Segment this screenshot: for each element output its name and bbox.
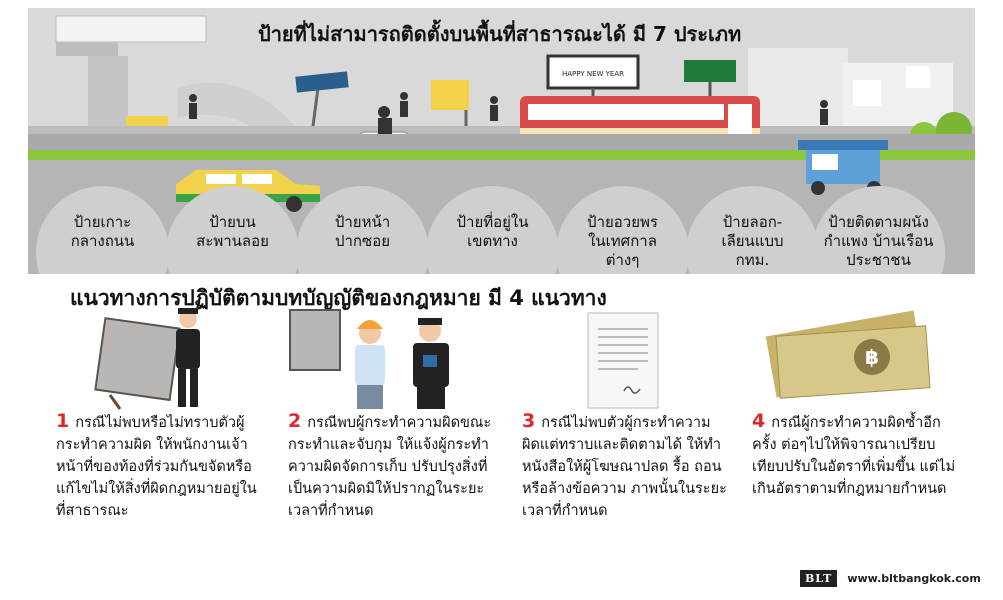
bus-windows — [528, 104, 724, 120]
board-leg — [108, 394, 122, 410]
taxi-window-2 — [242, 174, 272, 184]
person-removing-board-illustration — [94, 308, 200, 410]
sign-type-label: ป้ายหน้า ปากซอย — [334, 213, 391, 250]
official-letter-illustration — [587, 312, 659, 409]
step-number: 1 — [56, 410, 70, 432]
worker-head — [179, 310, 197, 328]
worker-and-officer-illustration — [289, 309, 449, 409]
sign-pole — [311, 87, 320, 127]
officer-clipboard — [423, 355, 437, 367]
taxi-wheel-2 — [286, 196, 302, 212]
letter-text-lines — [598, 328, 648, 370]
step-number: 2 — [288, 410, 302, 432]
building-left — [748, 48, 848, 138]
worker-shirt — [355, 345, 385, 385]
guidelines-title: แนวทางการปฏิบัติตามบทบัญญัติของกฎหมาย มี… — [70, 286, 607, 310]
signature-mark — [623, 386, 641, 394]
officer-head — [419, 320, 441, 342]
yellow-sign — [431, 80, 469, 110]
step-text: กรณีไม่พบหรือไม่ทราบตัวผู้กระทำความผิด ใ… — [56, 415, 257, 519]
step-text: กรณีผู้กระทำความผิดซ้ำอีกครั้ง ต่อๆไปให้… — [752, 415, 956, 497]
website-url[interactable]: www.bltbangkok.com — [847, 572, 981, 585]
sign-board — [289, 309, 341, 371]
sidewalk — [28, 126, 975, 134]
step-number: 4 — [752, 410, 766, 432]
banknote-front — [775, 325, 931, 399]
blt-logo: BLT — [800, 570, 838, 587]
top-illustration-panel: HAPPY NEW YEAR — [28, 8, 975, 274]
taxi-window-1 — [206, 174, 236, 184]
baht-coin-icon — [854, 339, 890, 375]
building-window — [853, 80, 881, 106]
officer-cap — [418, 318, 442, 325]
step-number: 3 — [522, 410, 536, 432]
sign-type-label: ป้ายลอก- เลียนแบบ กทม. — [721, 213, 784, 269]
tuktuk-window — [812, 154, 838, 170]
worker-body — [176, 329, 200, 369]
banknotes-illustration: ฿ — [765, 310, 931, 399]
sign-type-label: ป้ายอวยพร ในเทศกาล ต่างๆ — [587, 213, 658, 269]
sign-type-label: ป้ายที่อยู่ใน เขตทาง — [456, 213, 529, 250]
sign-type-label: ป้ายบน สะพานลอย — [196, 213, 269, 250]
blue-street-sign — [295, 71, 349, 93]
rider-head — [378, 106, 390, 118]
main-title: ป้ายที่ไม่สามารถติดตั้งบนพื้นที่สาธารณะไ… — [258, 22, 742, 46]
happy-new-year-billboard — [546, 54, 640, 90]
tuktuk-roof — [798, 140, 888, 150]
road-upper — [28, 134, 975, 150]
officer-pants — [417, 387, 445, 409]
hard-hat — [357, 320, 383, 329]
building-window-2 — [906, 66, 930, 88]
worker-leg-2 — [190, 369, 198, 407]
green-sign — [684, 60, 736, 82]
sign-type-label: ป้ายติดตามผนัง กำแพง บ้านเรือน ประชาชน — [823, 213, 934, 269]
step-text: กรณีพบผู้กระทำความผิดขณะกระทำและจับกุม ใ… — [288, 415, 492, 519]
worker-cap — [178, 308, 198, 314]
pedestrians — [189, 92, 828, 125]
worker-pants — [357, 385, 383, 409]
tuktuk-wheel-1 — [811, 181, 825, 195]
rider-body — [378, 118, 392, 134]
sign-type-label: ป้ายเกาะ กลางถนน — [70, 213, 135, 250]
worker-leg-1 — [178, 369, 186, 407]
board — [94, 317, 181, 402]
step-text: กรณีไม่พบตัวผู้กระทำความผิดแต่ทราบและติด… — [522, 415, 727, 519]
billboard-text: HAPPY NEW YEAR — [562, 70, 624, 78]
footer: BLT www.bltbangkok.com — [800, 570, 981, 587]
footbridge-deck — [55, 15, 207, 43]
baht-symbol-icon: ฿ — [865, 345, 879, 369]
footbridge-beam — [56, 42, 118, 56]
grass-median — [28, 150, 975, 160]
